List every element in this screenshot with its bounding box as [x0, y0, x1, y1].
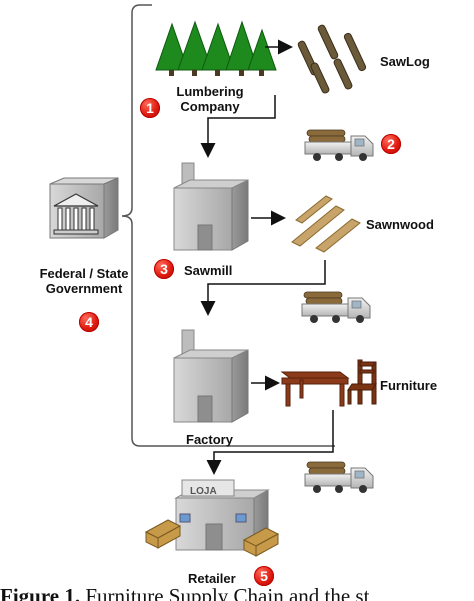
sawmill-building-icon	[173, 162, 249, 251]
sawlog-icon	[297, 24, 367, 94]
government-label: Federal / State Government	[26, 266, 142, 296]
arrow-lumbering-to-sawmill	[200, 95, 276, 158]
factory-label: Factory	[186, 432, 233, 447]
table-icon	[280, 371, 350, 407]
arrow-furniture-to-retailer	[206, 410, 334, 475]
caption-prefix: Figure 1.	[0, 584, 81, 601]
government-label-line1: Federal / State	[39, 266, 129, 281]
step-badge-5: 5	[254, 566, 274, 586]
step-badge-4: 4	[79, 312, 99, 332]
step-badge-2: 2	[381, 134, 401, 154]
retailer-label: Retailer	[188, 571, 236, 586]
store-sign-label: LOJA	[190, 486, 217, 497]
government-label-line2: Government	[45, 281, 123, 296]
forest-icon	[155, 20, 277, 76]
step-badge-1: 1	[140, 98, 160, 118]
figure-caption: Figure 1. Furniture Supply Chain and the…	[0, 584, 474, 601]
government-bracket	[121, 4, 335, 447]
sawmill-label: Sawmill	[184, 263, 233, 278]
furniture-label: Furniture	[380, 378, 438, 393]
arrow-sawnwood-to-factory	[200, 260, 326, 316]
step-badge-3: 3	[154, 259, 174, 279]
sawnwood-label: Sawnwood	[366, 217, 434, 232]
sawnwood-icon	[291, 195, 361, 253]
lumbering-label-line1: Lumbering	[176, 84, 244, 99]
truck-icon-3	[304, 461, 374, 493]
factory-building-icon	[173, 329, 249, 423]
sawlog-label: SawLog	[380, 54, 430, 69]
truck-icon-1	[304, 129, 374, 161]
lumbering-company-label: Lumbering Company	[168, 84, 252, 114]
government-building-icon	[49, 177, 119, 239]
caption-text: Furniture Supply Chain and the st	[80, 584, 370, 601]
chair-icon	[347, 359, 377, 405]
lumbering-label-line2: Company	[180, 99, 240, 114]
crates-icon-left	[144, 519, 182, 549]
crates-icon-right	[242, 527, 280, 557]
truck-icon-2	[301, 291, 371, 323]
